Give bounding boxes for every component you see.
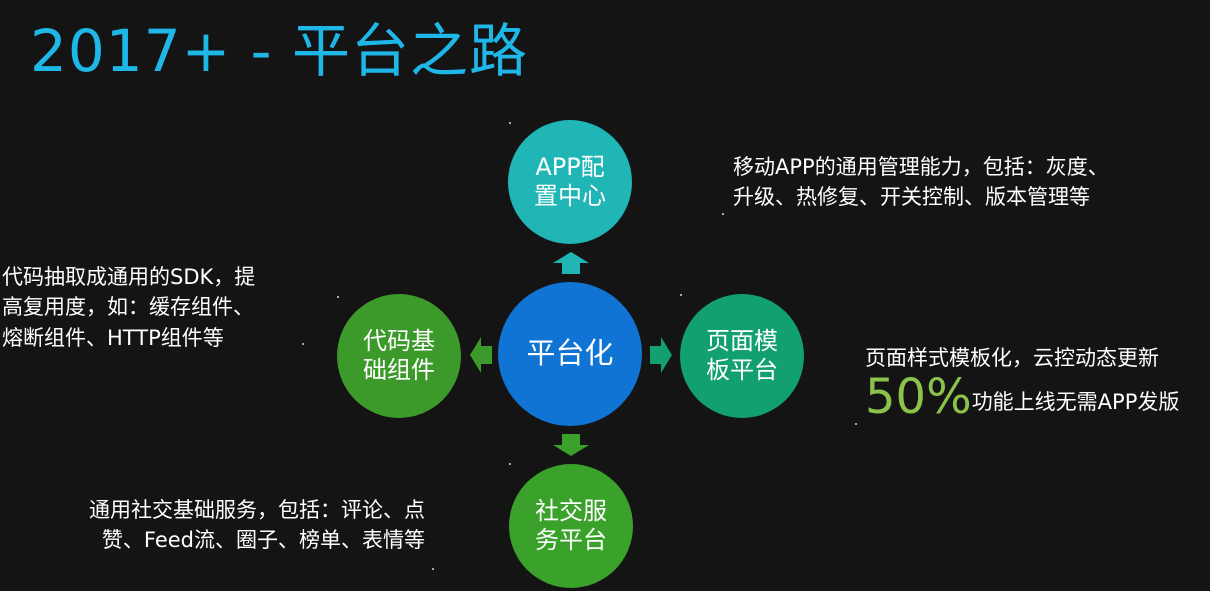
- arrow-left-icon: [470, 337, 492, 373]
- desc-top-line1: 移动APP的通用管理能力，包括：灰度、: [733, 155, 1109, 179]
- node-left-line1: 代码基: [363, 326, 435, 355]
- decor-dot: [722, 213, 724, 215]
- node-page-template-platform: 页面模 板平台: [680, 294, 804, 418]
- node-social-service-platform: 社交服 务平台: [509, 464, 633, 588]
- desc-left-line2: 高复用度，如：缓存组件、: [2, 295, 254, 320]
- description-app-config: 移动APP的通用管理能力，包括：灰度、 升级、热修复、开关控制、版本管理等: [733, 152, 1109, 213]
- desc-right-percent: 50%: [865, 369, 972, 426]
- node-top-line1: APP配: [535, 152, 605, 181]
- node-code-base-components: 代码基 础组件: [337, 294, 461, 418]
- arrow-up-icon: [553, 252, 589, 274]
- node-app-config-center: APP配 置中心: [508, 120, 632, 244]
- decor-dot: [509, 122, 511, 124]
- node-top-line2: 置中心: [534, 182, 606, 210]
- desc-bottom-line1: 通用社交基础服务，包括：评论、点: [89, 498, 425, 522]
- node-center-label: 平台化: [526, 336, 614, 371]
- decor-dot: [680, 294, 682, 296]
- decor-dot: [509, 463, 511, 465]
- node-right-line2: 板平台: [706, 356, 778, 384]
- description-code-base: 代码抽取成通用的SDK，提 高复用度，如：缓存组件、 熔断组件、HTTP组件等: [2, 262, 255, 353]
- description-page-template: 页面样式模板化，云控动态更新 50%功能上线无需APP发版: [865, 343, 1179, 421]
- desc-left-line3: 熔断组件、HTTP组件等: [2, 325, 224, 350]
- node-bottom-line1: 社交服: [535, 496, 607, 525]
- desc-bottom-line2: 赞、Feed流、圈子、榜单、表情等: [101, 528, 425, 553]
- desc-left-line1: 代码抽取成通用的SDK，提: [2, 265, 256, 289]
- decor-dot: [432, 568, 434, 570]
- desc-right-line2: 功能上线无需APP发版: [971, 390, 1180, 415]
- arrow-down-icon: [553, 434, 589, 456]
- decor-dot: [337, 296, 339, 298]
- node-platformization: 平台化: [498, 282, 642, 426]
- desc-right-line1: 页面样式模板化，云控动态更新: [865, 346, 1159, 370]
- arrow-right-icon: [650, 337, 672, 373]
- node-left-line2: 础组件: [363, 356, 435, 384]
- node-right-line1: 页面模: [706, 326, 778, 355]
- node-bottom-line2: 务平台: [535, 526, 607, 554]
- decor-dot: [855, 423, 857, 425]
- desc-top-line2: 升级、热修复、开关控制、版本管理等: [733, 185, 1090, 210]
- description-social-service: 通用社交基础服务，包括：评论、点 赞、Feed流、圈子、榜单、表情等: [20, 495, 425, 556]
- page-title: 2017+ - 平台之路: [30, 17, 529, 85]
- decor-dot: [302, 343, 304, 345]
